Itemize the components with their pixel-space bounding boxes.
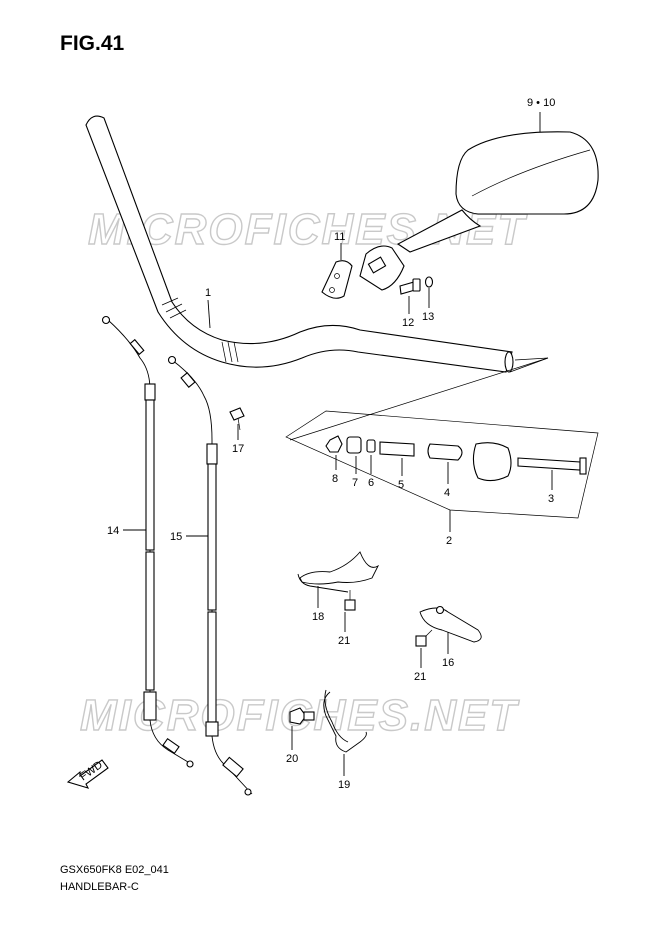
callout-14: 14 [107,525,119,537]
callout-8: 8 [332,473,338,485]
cable-clamp-19 [323,689,367,753]
callout-21-lower: 21 [414,671,426,683]
callout-3: 3 [548,493,554,505]
bolt-21a [344,590,356,611]
diagram-name: HANDLEBAR-C [60,881,139,893]
callout-2: 2 [446,535,452,547]
callout-4: 4 [444,487,450,499]
fwd-arrow: FWD [66,759,109,789]
callout-13: 13 [422,311,434,323]
bar-end-parts [325,435,587,482]
callout-1: 1 [205,287,211,299]
handlebar [85,115,514,373]
callout-12: 12 [402,317,414,329]
callout-15: 15 [170,531,182,543]
cable-clamp-16 [419,605,482,643]
callout-6: 6 [368,477,374,489]
figure-title: FIG.41 [60,32,125,55]
callout-19: 19 [338,779,350,791]
callout-9-10: 9 • 10 [527,97,555,109]
throttle-cable-15 [167,355,253,796]
callout-16: 16 [442,657,454,669]
cable-clamp-18 [297,551,380,593]
mirror [359,131,599,291]
bolt-21b [415,629,433,647]
model-code: GSX650FK8 E02_041 [60,864,169,876]
screw-17 [229,407,245,431]
mirror-bracket [321,260,353,299]
callout-5: 5 [398,479,404,491]
bolt-20 [289,707,315,725]
callout-18: 18 [312,611,324,623]
throttle-cable-14 [101,315,194,768]
callout-21-upper: 21 [338,635,350,647]
callout-11: 11 [334,231,345,243]
callout-7: 7 [352,477,358,489]
mirror-washer [424,276,434,288]
callout-20: 20 [286,753,298,765]
callout-17: 17 [232,443,244,455]
